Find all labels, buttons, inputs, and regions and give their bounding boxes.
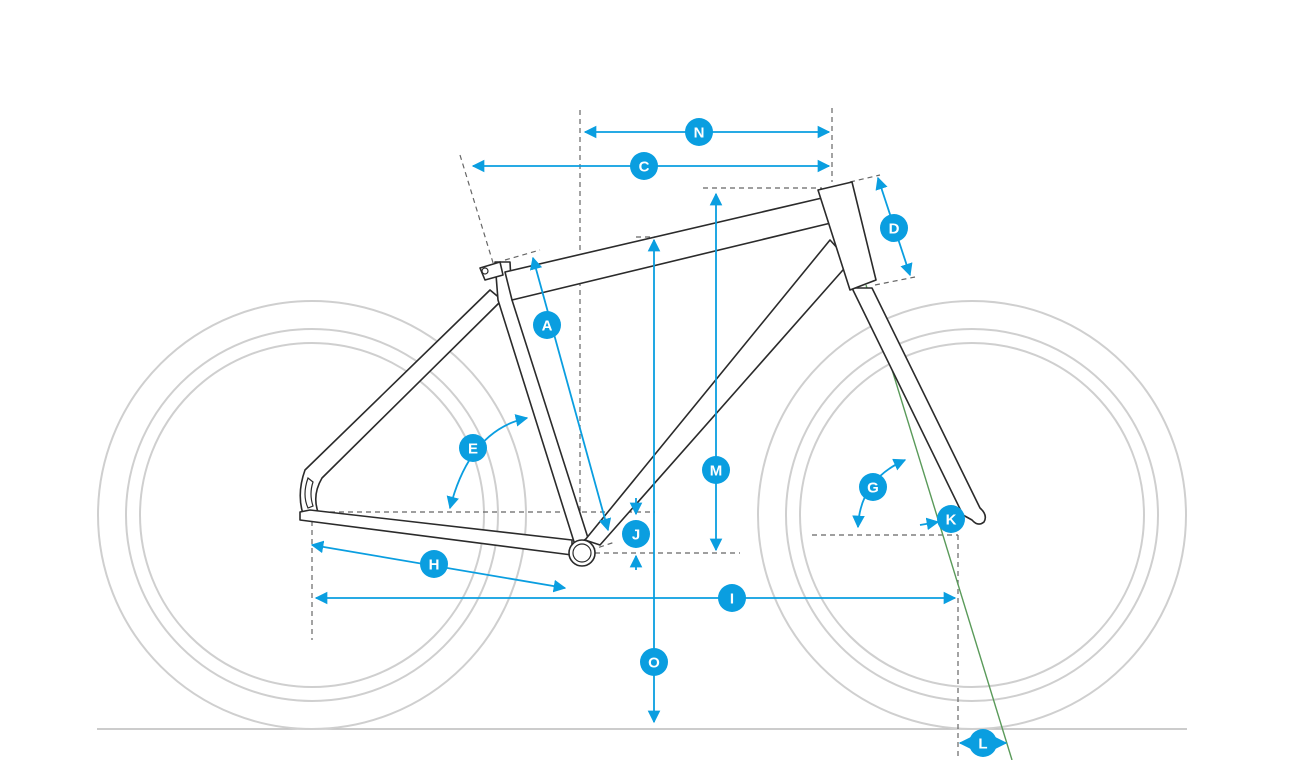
bike-frame [299,181,987,567]
badge-l: L [969,729,997,757]
rear-wheel [97,300,527,730]
badge-m: M [702,456,730,484]
svg-text:C: C [639,159,650,176]
reference-lines [311,108,959,760]
badge-o: O [640,648,668,676]
front-wheel [757,300,1187,730]
svg-text:E: E [468,441,478,458]
svg-text:D: D [889,221,900,238]
badge-d: D [880,214,908,242]
svg-text:A: A [542,318,553,335]
svg-text:M: M [710,463,723,480]
badge-k: K [937,505,965,533]
svg-text:I: I [730,591,734,608]
badge-h: H [420,550,448,578]
svg-text:L: L [978,736,987,753]
svg-text:N: N [694,125,705,142]
svg-text:G: G [867,480,879,497]
badge-g: G [859,473,887,501]
svg-text:O: O [648,655,660,672]
badge-c: C [630,152,658,180]
badge-j: J [622,520,650,548]
badge-n: N [685,118,713,146]
svg-text:K: K [946,512,957,529]
badge-e: E [459,434,487,462]
svg-text:J: J [632,527,640,544]
dimension-lines [310,125,1008,750]
svg-text:H: H [429,557,440,574]
badge-i: I [718,584,746,612]
badge-a: A [533,311,561,339]
